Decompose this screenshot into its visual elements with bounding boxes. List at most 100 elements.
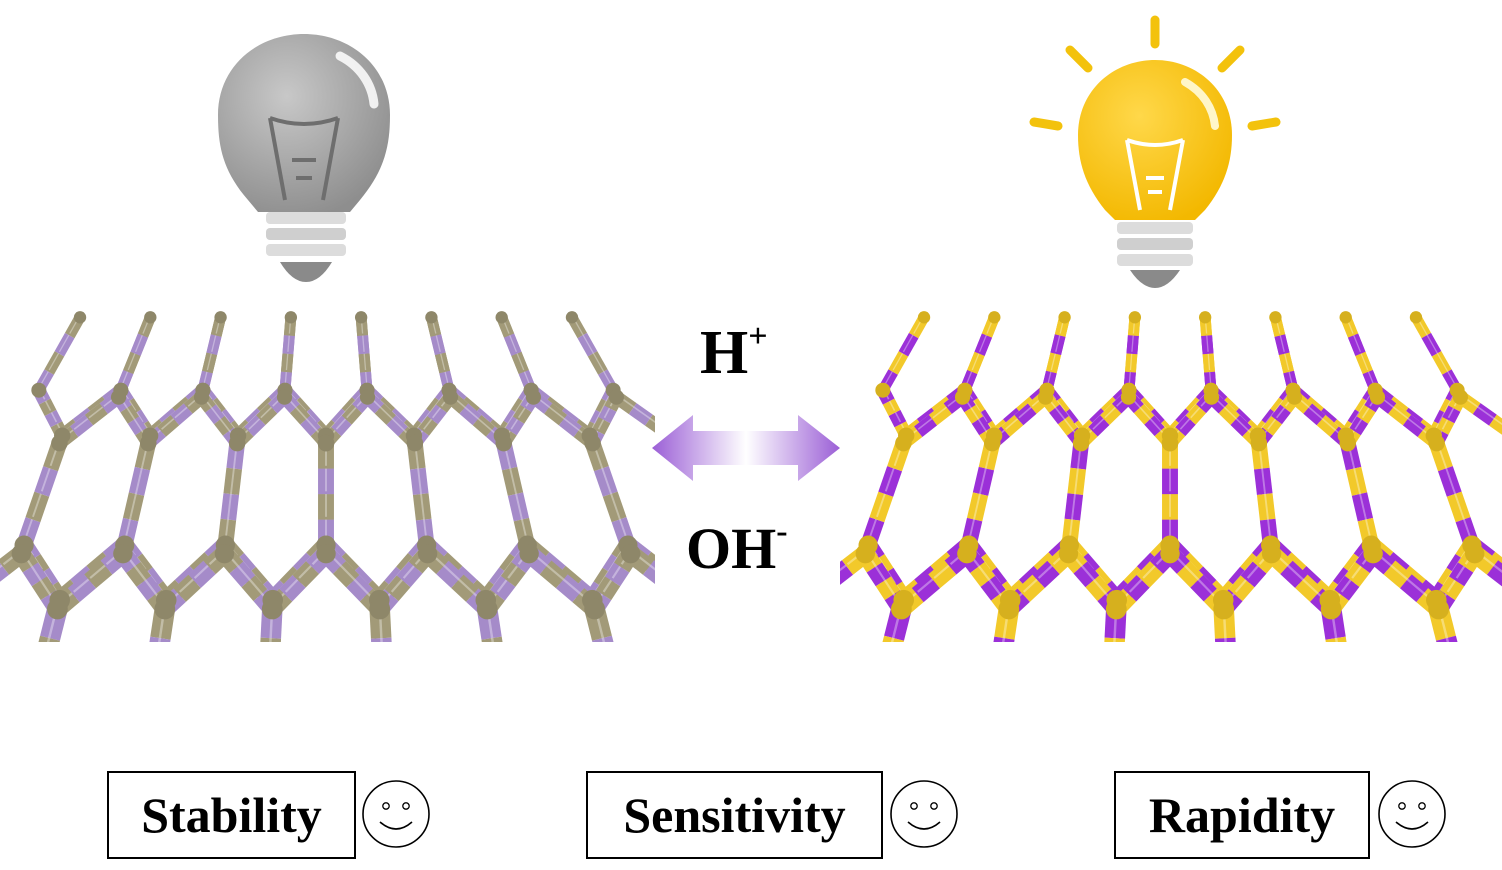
lattice-bond-highlight	[1456, 722, 1468, 737]
lattice-node	[1218, 714, 1241, 737]
lattice-bond	[256, 403, 278, 425]
lattice-node	[514, 0, 525, 6]
lattice-bond	[1385, 756, 1403, 771]
lattice-node	[11, 543, 32, 564]
lattice-bond	[1214, 637, 1236, 642]
lattice-bond	[1436, 635, 1458, 642]
lattice-bond	[292, 561, 320, 588]
lattice-node	[891, 598, 912, 620]
lattice-bond-highlight	[969, 405, 979, 419]
lattice-bond-highlight	[1148, 417, 1161, 430]
lattice-bond-highlight	[161, 737, 174, 752]
lattice-node	[228, 434, 246, 452]
lattice-node	[855, 543, 876, 564]
lattice-bond-highlight	[1344, 693, 1348, 722]
property-box-sensitivity: Sensitivity	[586, 771, 883, 859]
lattice-bond	[1050, 334, 1066, 356]
lattice-bond-highlight	[508, 410, 518, 423]
lattice-bond-highlight	[248, 417, 262, 430]
lattice-bond-highlight	[422, 410, 433, 423]
lattice-bond-highlight	[298, 563, 314, 579]
lattice-node	[110, 389, 127, 405]
lattice-bond-highlight	[774, 752, 784, 767]
lattice-bond-highlight	[624, 722, 643, 737]
lattice-node	[957, 543, 977, 564]
lattice-bond	[991, 726, 1004, 741]
lattice-bond-highlight	[1358, 491, 1367, 518]
lattice-bond-highlight	[9, 722, 28, 737]
lattice-bond	[120, 404, 140, 424]
lattice-bond-highlight	[1104, 405, 1118, 419]
lattice-bond-highlight	[38, 577, 50, 593]
lattice-node	[954, 389, 971, 405]
lattice-node	[1337, 714, 1360, 737]
lattice-bond-highlight	[127, 398, 137, 411]
lattice-bond-highlight	[763, 737, 773, 752]
lattice-bond	[220, 493, 240, 521]
lattice-bond	[878, 466, 903, 497]
lattice-bond	[0, 741, 9, 756]
lattice-bond	[1200, 741, 1215, 756]
lattice-node	[1250, 434, 1268, 452]
lattice-bond	[170, 403, 193, 426]
lattice-bond-highlight	[507, 563, 520, 579]
lattice-bond-highlight	[29, 563, 41, 579]
lattice-bond	[501, 466, 524, 496]
lattice-bond-highlight	[544, 563, 563, 579]
lattice-bond-highlight	[887, 398, 896, 411]
lattice-bond-highlight	[986, 577, 1000, 593]
lattice-bond	[1175, 415, 1196, 437]
lattice-bond	[9, 726, 28, 741]
lattice-bond-highlight	[1446, 577, 1458, 593]
lattice-bond	[753, 726, 763, 741]
lattice-bond	[595, 576, 621, 601]
lattice-bond-highlight	[733, 693, 743, 722]
lattice-bond	[505, 726, 523, 741]
lattice-bond-highlight	[753, 693, 763, 722]
lattice-bond-highlight	[597, 417, 606, 430]
lattice-bond-highlight	[603, 405, 612, 419]
lattice-bond-highlight	[1361, 405, 1371, 419]
lattice-bond-highlight	[663, 752, 682, 767]
lattice-bond	[1088, 415, 1110, 437]
lattice-bond	[753, 697, 763, 726]
lattice-node	[584, 434, 601, 452]
lattice-node	[73, 311, 87, 324]
lattice-bond	[853, 726, 872, 741]
light-bulb-off-icon	[218, 34, 390, 282]
lattice-bond-highlight	[1351, 563, 1364, 579]
lattice-node	[1203, 389, 1220, 405]
lattice-bond	[712, 638, 722, 667]
lattice-node	[354, 311, 368, 324]
lattice-bond-highlight	[1045, 768, 1061, 783]
lattice-bond-highlight	[979, 465, 988, 492]
lattice-bond-highlight	[1334, 634, 1338, 642]
lattice-bond-highlight	[152, 664, 156, 693]
lattice-bond	[609, 667, 616, 696]
lattice-bond-highlight	[174, 405, 189, 419]
lattice-bond-highlight	[1005, 417, 1020, 430]
lattice-bond-highlight	[1078, 737, 1094, 752]
lattice-bond	[693, 469, 705, 495]
lattice-bond-highlight	[296, 752, 311, 767]
lattice-bond-highlight	[383, 664, 384, 693]
lattice-bond	[666, 581, 684, 595]
lattice-bond	[882, 635, 904, 642]
lattice-bond	[592, 635, 614, 642]
lattice-node	[1036, 0, 1047, 6]
lattice-bond	[507, 492, 530, 522]
lattice-bond-highlight	[1074, 465, 1080, 492]
lattice-bond	[54, 332, 75, 357]
lattice-bond-highlight	[890, 634, 896, 642]
lattice-node	[284, 311, 298, 324]
lattice-bond	[1064, 493, 1084, 521]
lattice-bond	[600, 741, 612, 756]
lattice-bond-highlight	[227, 491, 233, 517]
lattice-node	[519, 543, 539, 564]
lattice-bond	[1344, 697, 1348, 726]
lattice-node	[1058, 311, 1071, 324]
lattice-bond-highlight	[294, 405, 306, 419]
lattice-bond-highlight	[884, 465, 896, 492]
lattice-bond-highlight	[971, 351, 981, 371]
lattice-node	[1358, 0, 1369, 6]
